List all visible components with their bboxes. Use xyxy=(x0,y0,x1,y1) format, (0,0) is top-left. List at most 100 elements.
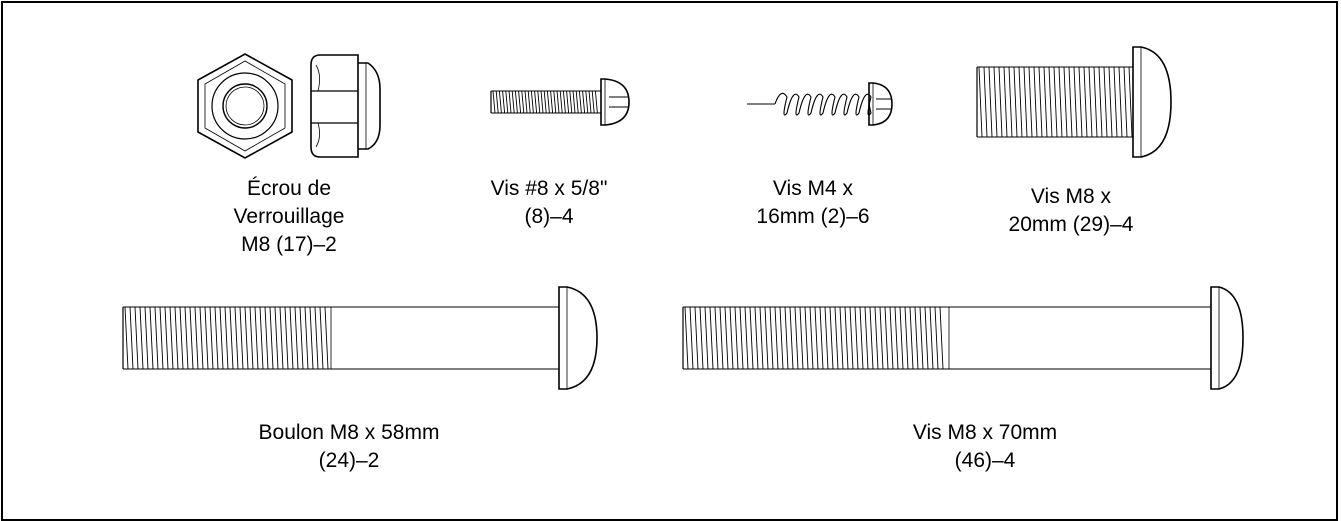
screw-m8-70-label: Vis M8 x 70mm (46)–4 xyxy=(865,419,1105,475)
screw-m8-20-icon xyxy=(975,43,1175,163)
thread-line xyxy=(715,307,718,369)
thread-line xyxy=(905,307,908,369)
thread-line xyxy=(583,91,585,113)
thread-line xyxy=(785,307,788,369)
thread-line xyxy=(493,91,495,113)
thread-line xyxy=(755,307,758,369)
thread-line xyxy=(1124,67,1127,137)
thread-line xyxy=(270,307,273,369)
thread-line xyxy=(880,307,883,369)
thread-line xyxy=(1099,67,1102,137)
thread-line xyxy=(1019,67,1022,137)
thread-line xyxy=(567,91,569,113)
thread-line xyxy=(551,91,553,113)
lock-nut-label: Écrou de Verrouillage M8 (17)–2 xyxy=(189,175,389,259)
thread-line xyxy=(275,307,278,369)
thread-line xyxy=(285,307,288,369)
thread-line xyxy=(563,91,565,113)
thread-line xyxy=(1004,67,1007,137)
thread-line xyxy=(130,307,133,369)
thread-line xyxy=(845,307,848,369)
thread-line xyxy=(570,91,572,113)
thread-line xyxy=(930,307,933,369)
thread-line xyxy=(1129,67,1132,137)
thread-line xyxy=(1009,67,1012,137)
thread-line xyxy=(1034,67,1037,137)
screw-m4-16-label-line-2: 16mm (2)–6 xyxy=(756,205,870,228)
thread-line xyxy=(260,307,263,369)
thread-line xyxy=(850,307,853,369)
thread-line xyxy=(720,307,723,369)
thread-line xyxy=(592,91,594,113)
thread-line xyxy=(984,67,987,137)
thread-line xyxy=(1024,67,1027,137)
thread-line xyxy=(576,91,578,113)
thread-line xyxy=(496,91,498,113)
thread-line xyxy=(125,307,128,369)
thread-line xyxy=(509,91,511,113)
thread-line xyxy=(1109,67,1112,137)
thread-line xyxy=(499,91,501,113)
thread-line xyxy=(265,307,268,369)
bolt-m8-58-label: Boulon M8 x 58mm (24)–2 xyxy=(229,419,469,475)
thread-line xyxy=(875,307,878,369)
lock-nut-label-line-3: M8 (17)–2 xyxy=(241,233,337,256)
bolt-m8-58-label-line-1: Boulon M8 x 58mm xyxy=(258,421,440,444)
thread-line xyxy=(685,307,688,369)
thread-line xyxy=(512,91,514,113)
thread-line xyxy=(989,67,992,137)
thread-line xyxy=(547,91,549,113)
thread-line xyxy=(250,307,253,369)
thread-line xyxy=(300,307,303,369)
thread-line xyxy=(760,307,763,369)
thread-line xyxy=(200,307,203,369)
thread-line xyxy=(205,307,208,369)
thread-line xyxy=(795,307,798,369)
thread-line xyxy=(730,307,733,369)
thread-line xyxy=(999,67,1002,137)
thread-line xyxy=(775,307,778,369)
thread-line xyxy=(515,91,517,113)
thread-line xyxy=(810,307,813,369)
thread-line xyxy=(140,307,143,369)
thread-line xyxy=(541,91,543,113)
thread-line xyxy=(835,307,838,369)
thread-line xyxy=(557,91,559,113)
thread-line xyxy=(538,91,540,113)
thread-line xyxy=(220,307,223,369)
screw-8-label-line-1: Vis #8 x 5/8" xyxy=(490,177,608,200)
thread-line xyxy=(994,67,997,137)
thread-line xyxy=(185,307,188,369)
thread-line xyxy=(255,307,258,369)
thread-line xyxy=(860,307,863,369)
thread-line xyxy=(870,307,873,369)
thread-line xyxy=(1074,67,1077,137)
thread-line xyxy=(725,307,728,369)
thread-line xyxy=(1084,67,1087,137)
thread-line xyxy=(560,91,562,113)
bolt-m8-58-icon xyxy=(121,283,601,398)
thread-line xyxy=(586,91,588,113)
thread-line xyxy=(160,307,163,369)
thread-line xyxy=(1049,67,1052,137)
thread-line xyxy=(940,307,943,369)
thread-line xyxy=(579,91,581,113)
thread-line xyxy=(840,307,843,369)
thread-line xyxy=(1104,67,1107,137)
thread-line xyxy=(700,307,703,369)
thread-line xyxy=(1069,67,1072,137)
lock-nut-side-icon xyxy=(308,51,383,161)
thread-line xyxy=(522,91,524,113)
thread-line xyxy=(315,307,318,369)
thread-line xyxy=(695,307,698,369)
thread-line xyxy=(175,307,178,369)
thread-line xyxy=(1014,67,1017,137)
thread-line xyxy=(295,307,298,369)
thread-line xyxy=(506,91,508,113)
thread-line xyxy=(805,307,808,369)
thread-line xyxy=(165,307,168,369)
thread-line xyxy=(895,307,898,369)
screw-m8-20-label: Vis M8 x 20mm (29)–4 xyxy=(981,183,1161,239)
thread-line xyxy=(195,307,198,369)
thread-line xyxy=(531,91,533,113)
